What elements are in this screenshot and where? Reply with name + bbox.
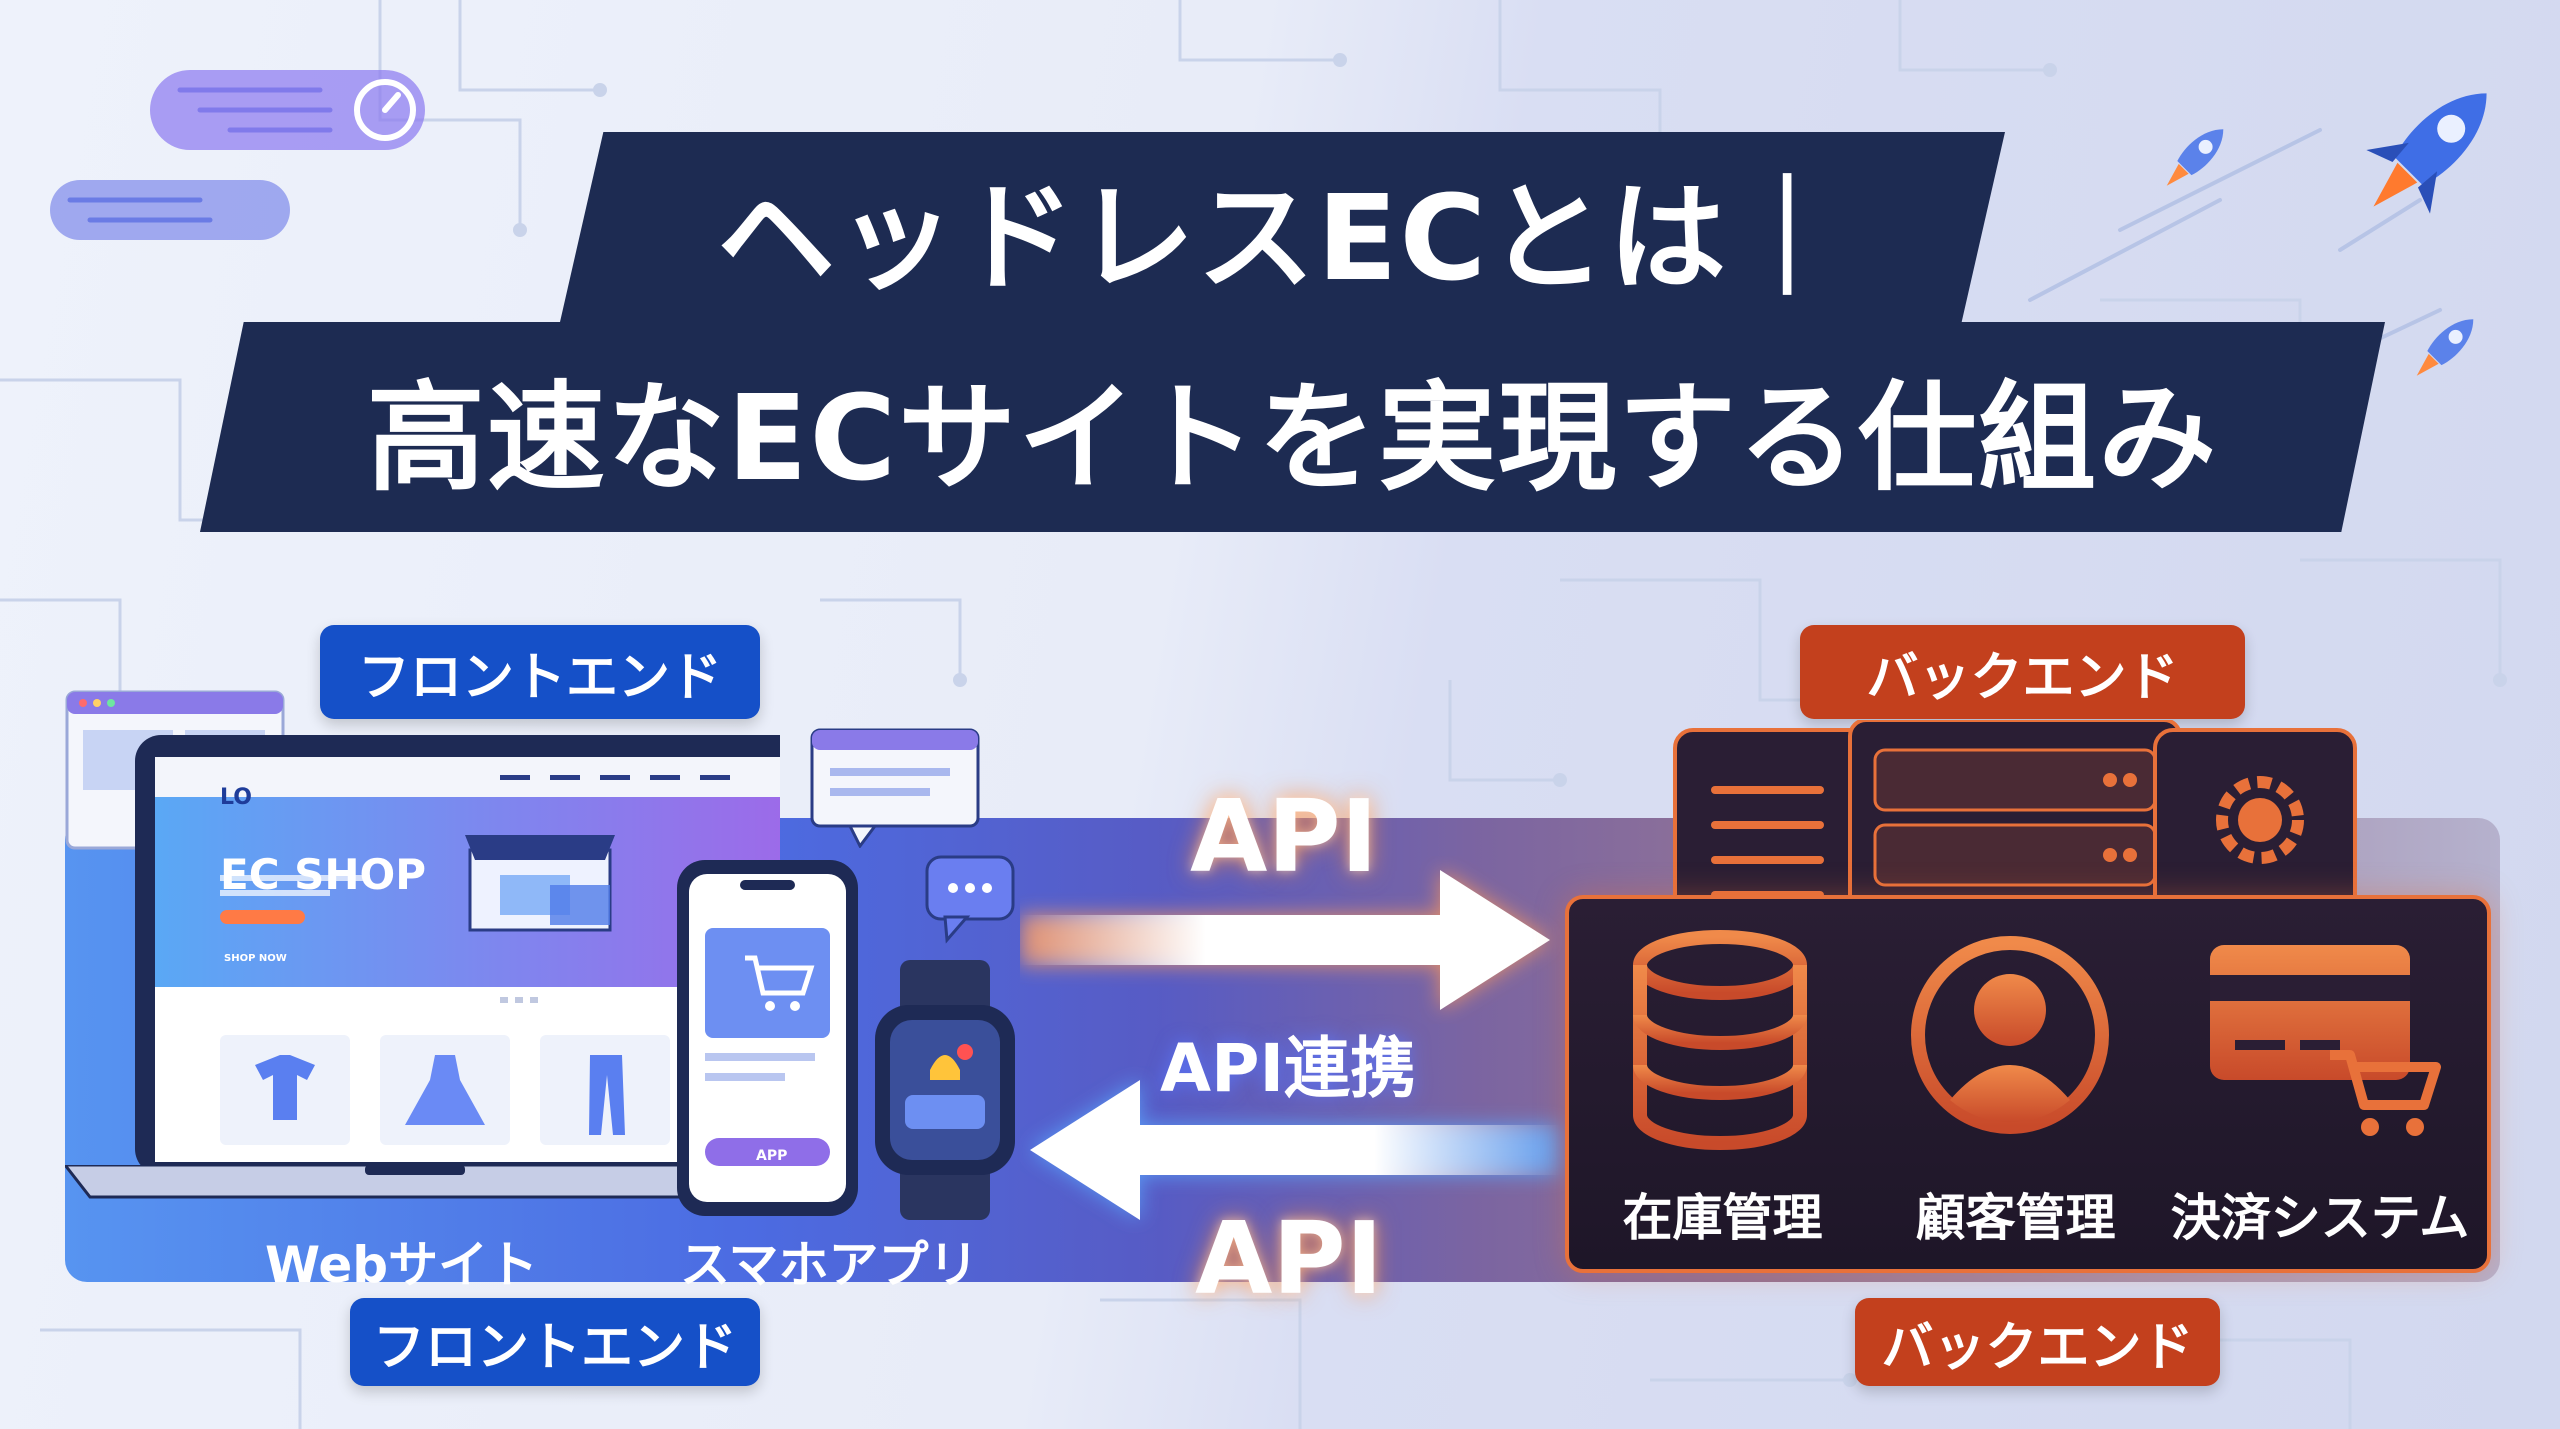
user-icon xyxy=(1911,936,2109,1134)
api-integration-label: API連携 xyxy=(1160,1030,1417,1107)
message-bubble-icon xyxy=(925,855,1015,944)
rocket-small-icon xyxy=(2166,129,2224,186)
frontend-tag-top: フロントエンド xyxy=(320,625,760,719)
speed-pill-1 xyxy=(150,70,425,150)
arrow-right-icon xyxy=(1020,870,1550,1010)
app-label: スマホアプリ xyxy=(680,1236,979,1294)
title-text-2: 高速なECサイトを実現する仕組み xyxy=(366,368,2219,507)
backend-tag-top: バックエンド xyxy=(1800,625,2245,719)
laptop-logo: LO xyxy=(220,785,252,810)
smartwatch xyxy=(875,960,1015,1220)
dress-icon xyxy=(405,1055,485,1125)
app-button[interactable]: APP xyxy=(756,1148,788,1164)
speed-pill-2 xyxy=(50,180,290,240)
credit-card-cart-icon xyxy=(2210,945,2441,1136)
api-arrows xyxy=(1020,870,1560,1220)
title-text-1: ヘッドレスECとは｜ xyxy=(716,168,1849,307)
shop-now-button[interactable]: SHOP NOW xyxy=(224,953,287,964)
rocket-icon xyxy=(2366,93,2487,214)
title-line-2: 高速なECサイトを実現する仕組み xyxy=(200,322,2385,532)
shop-title: EC SHOP xyxy=(220,850,427,899)
api-label-top: API xyxy=(1190,778,1378,895)
module-label-inventory: 在庫管理 xyxy=(1622,1189,1823,1247)
frontend-tag-bottom: フロントエンド xyxy=(350,1298,760,1386)
database-icon xyxy=(1633,930,1807,1150)
rocket-small-icon-2 xyxy=(2416,319,2474,376)
website-label: Webサイト xyxy=(265,1236,539,1294)
gear-icon xyxy=(2216,776,2304,864)
smartphone xyxy=(677,860,858,1216)
api-label-bottom: API xyxy=(1195,1200,1383,1317)
tshirt-icon xyxy=(255,1055,315,1120)
module-label-payment: 決済システム xyxy=(2170,1189,2470,1247)
laptop xyxy=(135,735,780,1175)
module-label-customer: 顧客管理 xyxy=(1915,1189,2116,1247)
laptop-base xyxy=(65,1165,765,1199)
chat-window-icon xyxy=(810,728,980,848)
bell-icon xyxy=(930,1055,960,1080)
cart-icon xyxy=(745,955,815,996)
gauge-icon xyxy=(354,79,416,141)
arrow-left-icon xyxy=(1030,1080,1560,1220)
title-line-1: ヘッドレスECとは｜ xyxy=(560,132,2005,322)
backend-tag-bottom: バックエンド xyxy=(1855,1298,2220,1386)
pants-icon xyxy=(589,1055,625,1135)
